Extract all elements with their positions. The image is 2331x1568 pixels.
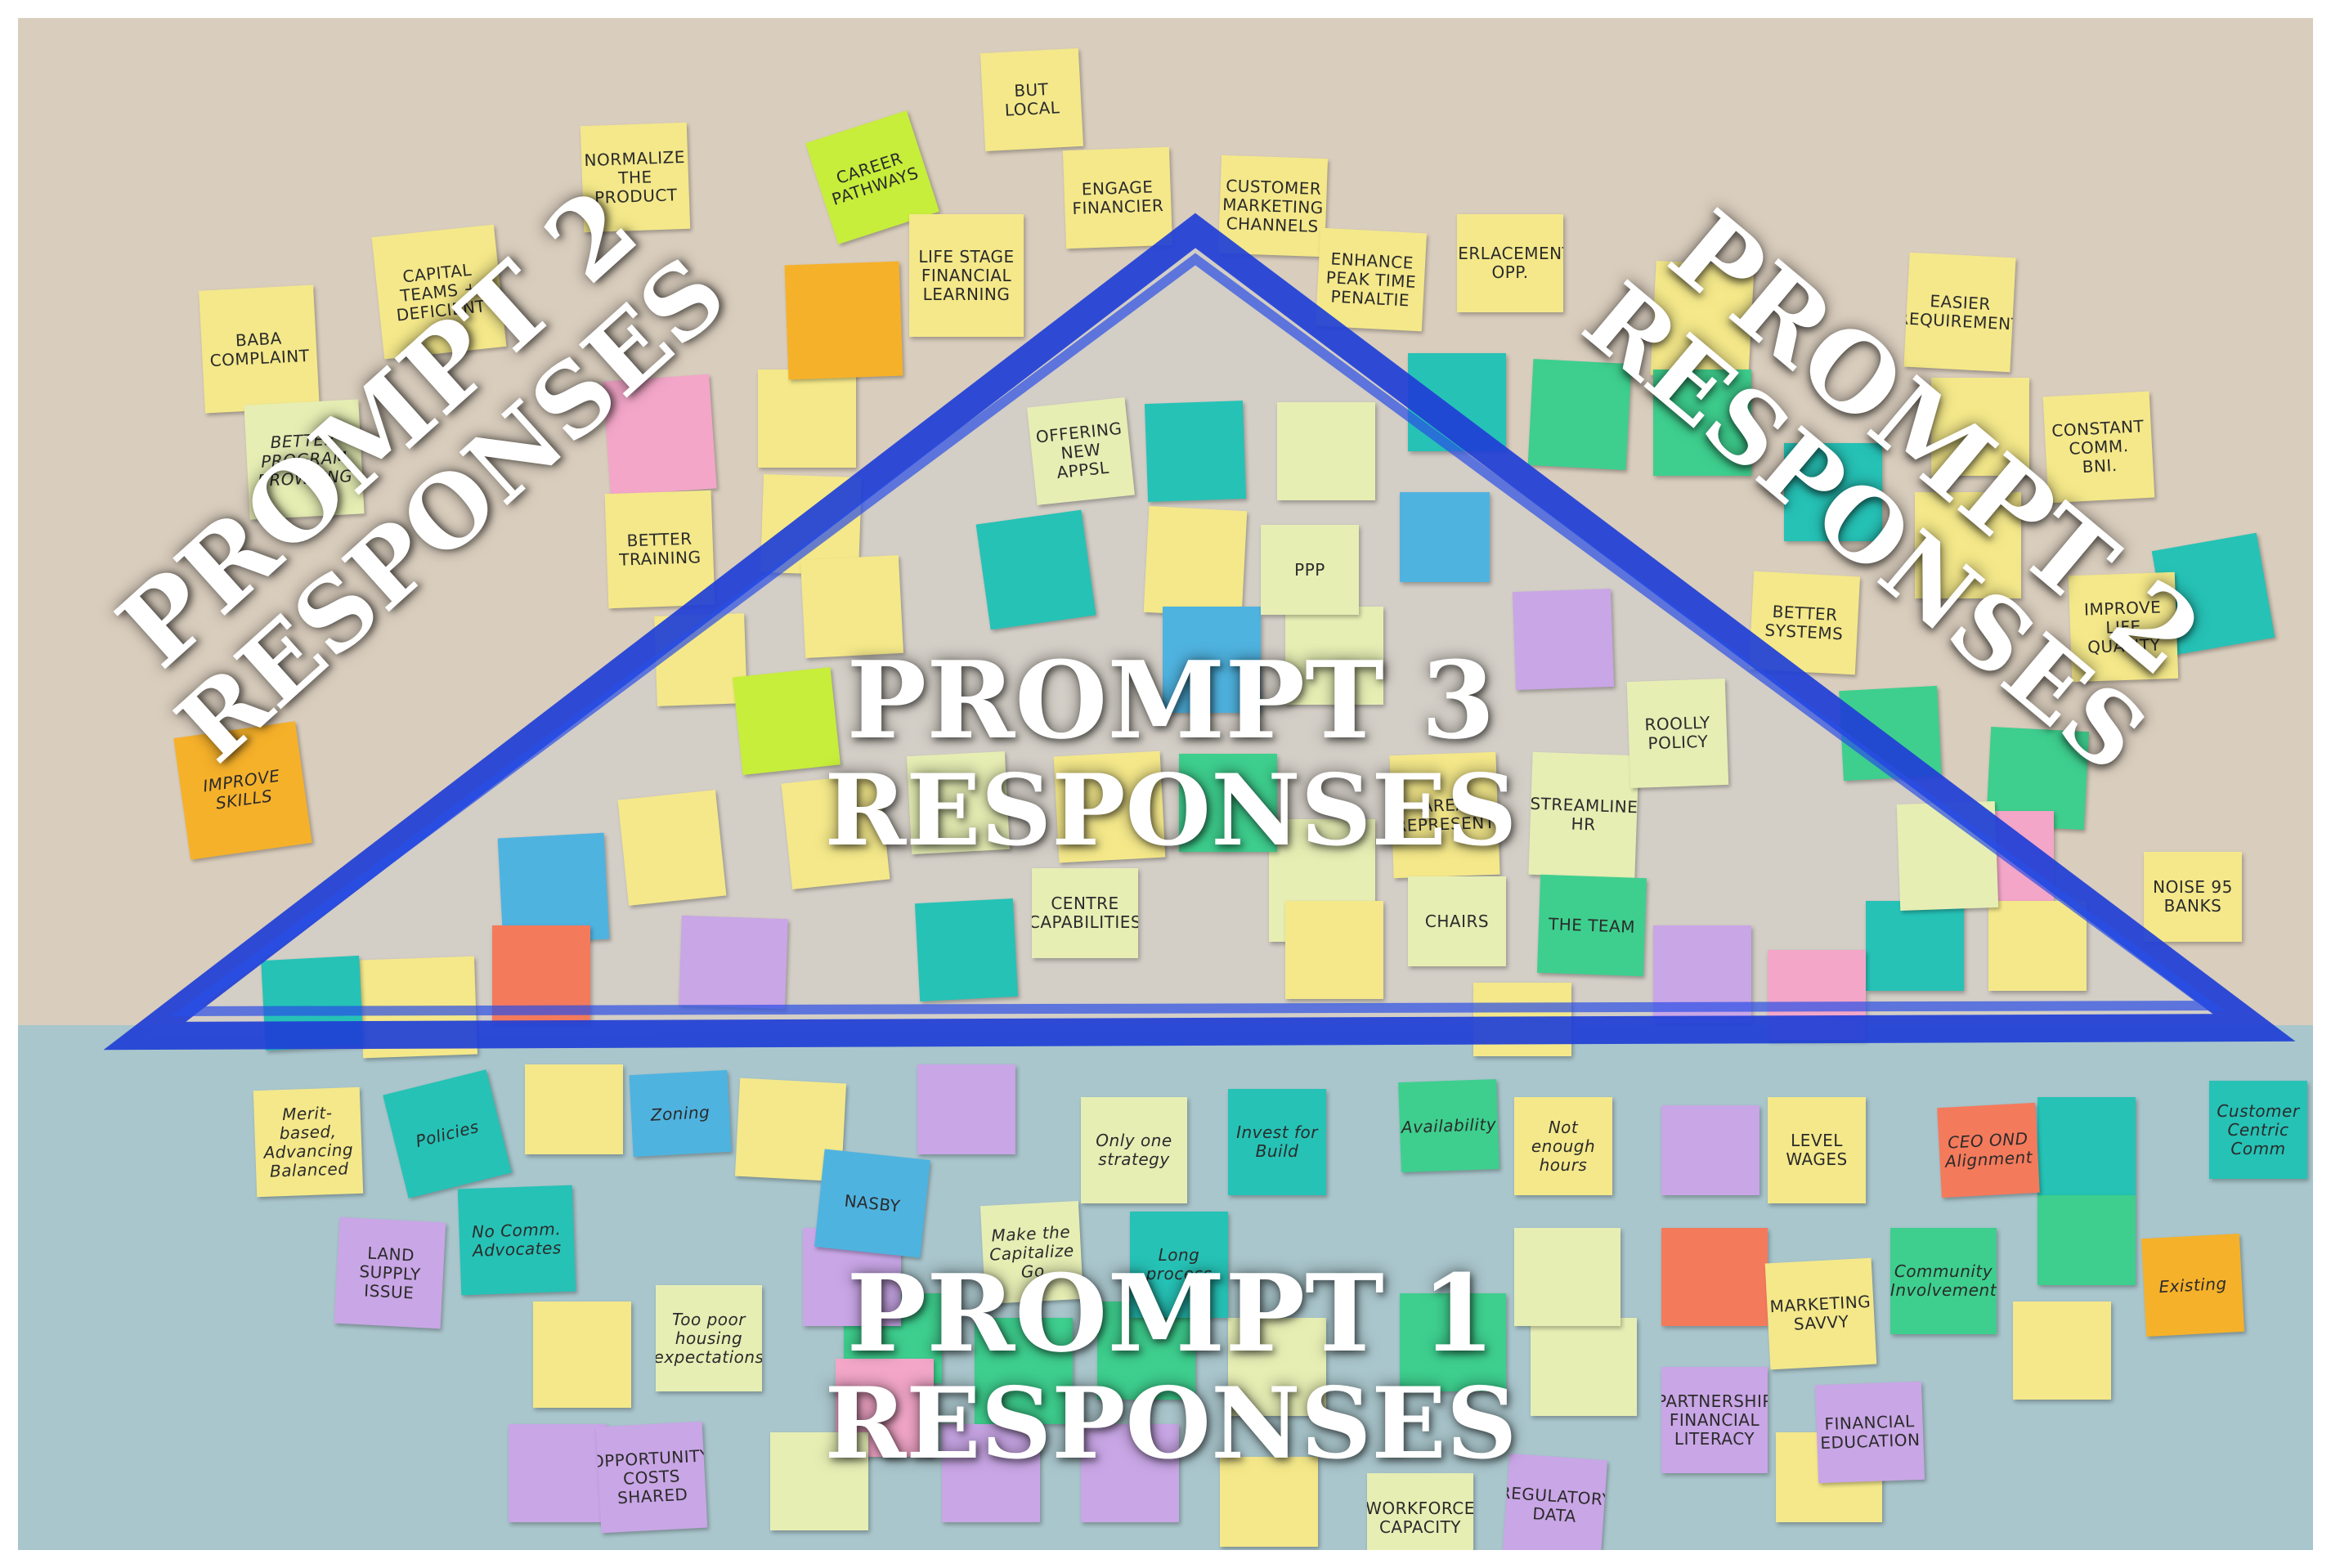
sticky-note-blank [1661,1105,1759,1195]
sticky-note-blank [1228,1318,1326,1416]
sticky-note-text: PARTNERSHIP FINANCIAL LITERACY [1661,1391,1768,1449]
sticky-note-blank [1400,492,1490,582]
sticky-note-blank [2037,1097,2136,1195]
sticky-note-blank [2037,1195,2136,1285]
sticky-note-blank [758,370,856,468]
tape-outline [103,213,2296,1051]
sticky-note-blank [917,1064,1015,1154]
sticky-note-blank [1179,754,1277,852]
sticky-note-text: PPP [1294,559,1325,580]
sticky-note-blank [1097,1301,1195,1400]
sticky-note-blank [1277,402,1375,500]
tape-stroke-inner [170,253,2225,1017]
sticky-note-blank [1915,492,2021,598]
tape-stroke-outer [103,213,2296,1051]
sticky-note-blank [1988,901,2087,991]
sticky-note-text: WORKFORCE CAPACITY [1367,1499,1473,1537]
prompt3-title: PROMPT 3 [846,638,1495,763]
sticky-note: Long process [1130,1212,1228,1318]
sticky-note-blank [1400,1293,1506,1391]
sticky-note-blank [770,1432,868,1530]
sticky-note-text: LIFE STAGE FINANCIAL LEARNING [918,246,1015,304]
sticky-note-text: Community Involvement [1890,1261,1997,1300]
sticky-note-text: PERLACEMENT OPP. [1457,244,1563,282]
sticky-note-blank [1163,607,1261,713]
sticky-note: NOISE 95 BANKS [2144,852,2242,942]
sticky-note: WORKFORCE CAPACITY [1367,1473,1473,1550]
sticky-note: Too poor housing expectations [656,1285,762,1391]
sticky-note-blank [1531,1318,1637,1416]
sticky-note-text: Too poor housing expectations [656,1309,762,1367]
sticky-note-blank [1661,1228,1768,1326]
sticky-note-blank [1653,370,1751,476]
sticky-note-blank [975,1318,1073,1424]
prompt3-subtitle: RESPONSES [824,753,1517,868]
sticky-note-blank [1931,378,2029,476]
sticky-note: Invest for Build [1228,1089,1326,1195]
sticky-note-blank [525,1064,623,1154]
sticky-note-text: Invest for Build [1236,1122,1318,1161]
sticky-note-blank [1285,901,1383,999]
sticky-note-blank [509,1424,607,1522]
sticky-note: Not enough hours [1514,1097,1612,1195]
prompt1-title: PROMPT 1 [846,1251,1495,1376]
sticky-note-text: Not enough hours [1531,1117,1596,1175]
sticky-note-blank [533,1301,631,1408]
sticky-note: LEVEL WAGES [1768,1097,1866,1203]
prompt1-label: PROMPT 1 RESPONSES [795,1261,1547,1473]
sticky-note: CHAIRS [1408,876,1506,966]
sticky-note-text: Customer Centric Comm [2217,1100,2300,1158]
sticky-note: LIFE STAGE FINANCIAL LEARNING [909,214,1024,337]
sticky-note: CENTRE CAPABILITIES [1032,868,1138,958]
prompt3-label: PROMPT 3 RESPONSES [795,647,1547,860]
sticky-note-blank [1285,607,1383,705]
sticky-note-blank [1220,1457,1318,1547]
sticky-note: Only one strategy [1081,1097,1187,1203]
sticky-note-text: Only one strategy [1096,1131,1172,1169]
sticky-note: PARTNERSHIP FINANCIAL LITERACY [1661,1367,1768,1473]
sticky-note-blank [942,1424,1040,1522]
sticky-note-blank [1784,443,1882,541]
prompt1-subtitle: RESPONSES [824,1366,1517,1481]
sticky-note-blank [2013,1301,2111,1400]
sticky-note: Community Involvement [1890,1228,1997,1334]
sticky-note-text: LEVEL WAGES [1786,1131,1848,1169]
sticky-note-text: CHAIRS [1424,911,1490,931]
sticky-note-text: NOISE 95 BANKS [2153,877,2233,916]
sticky-note-text: Long process [1145,1245,1213,1284]
sticky-note-text: CENTRE CAPABILITIES [1032,894,1138,932]
sticky-note-blank [1081,1424,1179,1522]
sticky-note: PERLACEMENT OPP. [1457,214,1563,312]
sticky-note-blank [1866,901,1964,991]
sticky-note: PPP [1261,525,1359,615]
sticky-note: Customer Centric Comm [2209,1081,2307,1179]
sticky-note-blank [1514,1228,1620,1326]
